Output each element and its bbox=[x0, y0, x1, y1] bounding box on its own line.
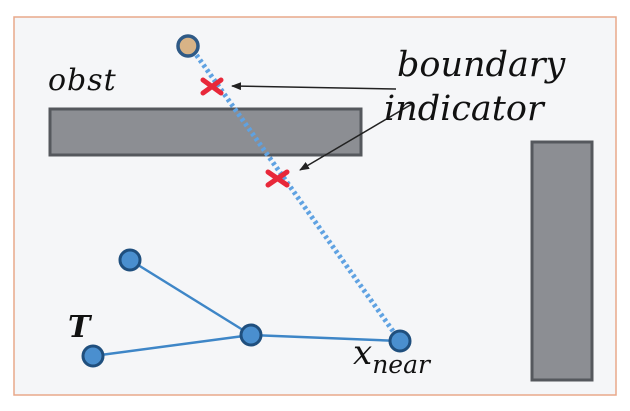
horizontal-obstacle bbox=[48, 107, 363, 157]
tree-edge bbox=[250, 333, 401, 343]
extension-path bbox=[187, 44, 403, 343]
x-near-label: xnear bbox=[353, 336, 430, 377]
tree-node bbox=[239, 323, 263, 347]
sample-node bbox=[176, 34, 200, 58]
tree-node bbox=[81, 344, 105, 368]
boundary-indicator-label-line2: indicator bbox=[384, 89, 544, 129]
arrow-icon bbox=[299, 103, 413, 171]
x-mark-icon bbox=[265, 169, 290, 188]
diagram-panel bbox=[13, 16, 617, 396]
x-near-base: x bbox=[353, 333, 373, 373]
x-mark-icon bbox=[200, 77, 224, 96]
arrow-icon bbox=[231, 82, 397, 91]
tree-edge bbox=[129, 258, 252, 337]
boundary-indicator-label-line1: boundary bbox=[397, 45, 566, 85]
vertical-obstacle bbox=[530, 140, 594, 382]
tree-node bbox=[118, 248, 142, 272]
tree-edge bbox=[92, 333, 252, 358]
x-near-subscript: near bbox=[372, 350, 430, 379]
x-near-node bbox=[388, 329, 412, 353]
tree-label: T bbox=[68, 310, 91, 345]
obstacle-label: obst bbox=[48, 63, 117, 98]
